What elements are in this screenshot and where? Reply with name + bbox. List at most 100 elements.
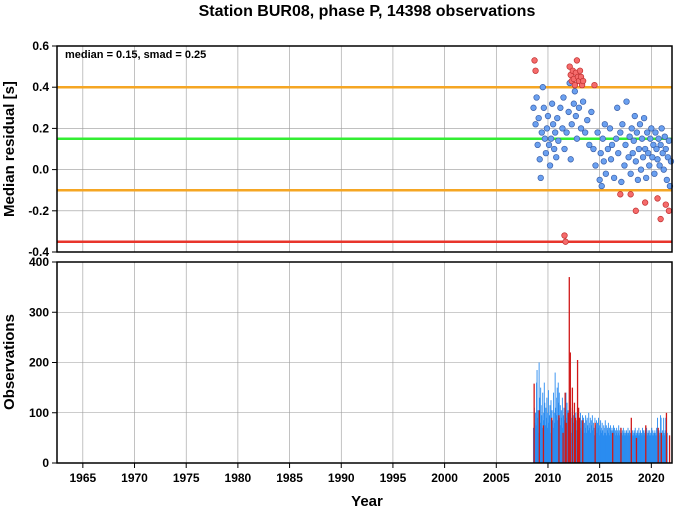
observation-bar [549, 405, 551, 463]
residual-point [553, 154, 560, 161]
x-tick-label: 2015 [586, 471, 613, 485]
observation-bar [638, 432, 640, 463]
observation-bar [556, 387, 558, 463]
residual-point [663, 176, 670, 184]
residual-outlier-point [531, 57, 538, 64]
observation-bar [572, 415, 574, 463]
observation-outlier-bar [665, 412, 668, 463]
x-tick-label: 1975 [173, 471, 200, 485]
observations-y-tick-label: 100 [29, 406, 49, 420]
observation-bar [556, 397, 558, 463]
observation-bar [611, 427, 613, 463]
observations-y-tick-label: 400 [29, 255, 49, 269]
residual-point [543, 125, 551, 132]
observation-bar [605, 425, 607, 463]
observation-bar [650, 432, 652, 463]
observation-bar [663, 417, 665, 463]
residual-point [559, 125, 566, 132]
observation-bar [615, 432, 617, 463]
observation-bar [630, 435, 632, 463]
observation-bar [621, 430, 623, 463]
observation-bar [665, 417, 667, 463]
observation-bar [537, 410, 539, 463]
observation-outlier-bar [660, 432, 662, 463]
observation-bar [643, 432, 645, 463]
residual-point [646, 162, 653, 169]
residual-point [625, 154, 632, 161]
observation-bar [655, 427, 657, 463]
observation-bar [583, 432, 585, 463]
observation-outlier-bar [668, 435, 671, 463]
residual-point [631, 112, 638, 120]
observations-y-tick-label: 200 [29, 356, 49, 370]
observation-bar [573, 422, 575, 463]
residual-panel-frame [56, 45, 673, 253]
residual-outlier-point [532, 67, 539, 74]
observation-bar [553, 412, 555, 463]
observation-bar [532, 427, 534, 463]
observation-bar [603, 432, 605, 463]
observation-bar [542, 392, 544, 463]
residual-point [633, 129, 641, 136]
residual-point [573, 135, 581, 142]
observation-outlier-bar [565, 422, 567, 463]
x-tick-label: 1985 [276, 471, 303, 485]
observation-bar [636, 430, 638, 463]
residual-point [629, 149, 636, 157]
observation-bar [547, 412, 549, 463]
residual-point [606, 125, 614, 132]
residual-point [656, 162, 663, 169]
observation-bar [541, 415, 543, 463]
residual-point [561, 145, 568, 153]
residual-point [617, 129, 624, 136]
observation-bar [593, 427, 595, 463]
observation-bar [590, 420, 592, 463]
x-tick-label: 1970 [121, 471, 148, 485]
residual-point [667, 158, 675, 165]
residual-point [546, 162, 554, 169]
observation-bar [644, 435, 645, 463]
observation-outlier-bar [573, 402, 576, 463]
residual-point [547, 135, 555, 142]
observation-bar [597, 422, 598, 463]
residual-point [619, 121, 626, 128]
observation-bar [627, 427, 629, 463]
residual-outlier-point [576, 67, 584, 74]
observation-outlier-bar [571, 387, 574, 463]
residual-point [597, 149, 604, 157]
observation-bar [666, 432, 668, 463]
observation-bar [664, 430, 666, 463]
residual-point [536, 156, 543, 163]
residual-point [552, 129, 559, 136]
residual-point [537, 174, 544, 181]
residual-outlier-point [657, 215, 664, 223]
observations-y-tick-label: 0 [42, 456, 49, 470]
observation-bar [638, 427, 640, 463]
observation-bar [598, 417, 599, 463]
observation-bar [613, 425, 614, 463]
observation-bar [584, 427, 586, 463]
residual-point [665, 137, 673, 144]
residual-point [542, 149, 550, 157]
observation-bar [631, 435, 633, 463]
residual-point [530, 104, 537, 111]
observation-bar [560, 425, 562, 463]
residual-outlier-point [627, 191, 634, 198]
residual-point [554, 114, 561, 122]
observation-bar [637, 432, 639, 463]
observation-bar [604, 420, 606, 463]
observation-outlier-bar [558, 415, 560, 463]
residual-outlier-point [562, 238, 569, 245]
observation-bar [628, 432, 629, 463]
observation-bar [580, 427, 582, 463]
residual-point [660, 166, 667, 173]
observation-bar [642, 427, 643, 463]
observation-bar [610, 430, 612, 463]
residual-point [636, 121, 644, 128]
residual-point [551, 145, 558, 153]
residual-point [598, 182, 605, 190]
residual-point [638, 135, 646, 142]
observation-bar [616, 427, 618, 463]
